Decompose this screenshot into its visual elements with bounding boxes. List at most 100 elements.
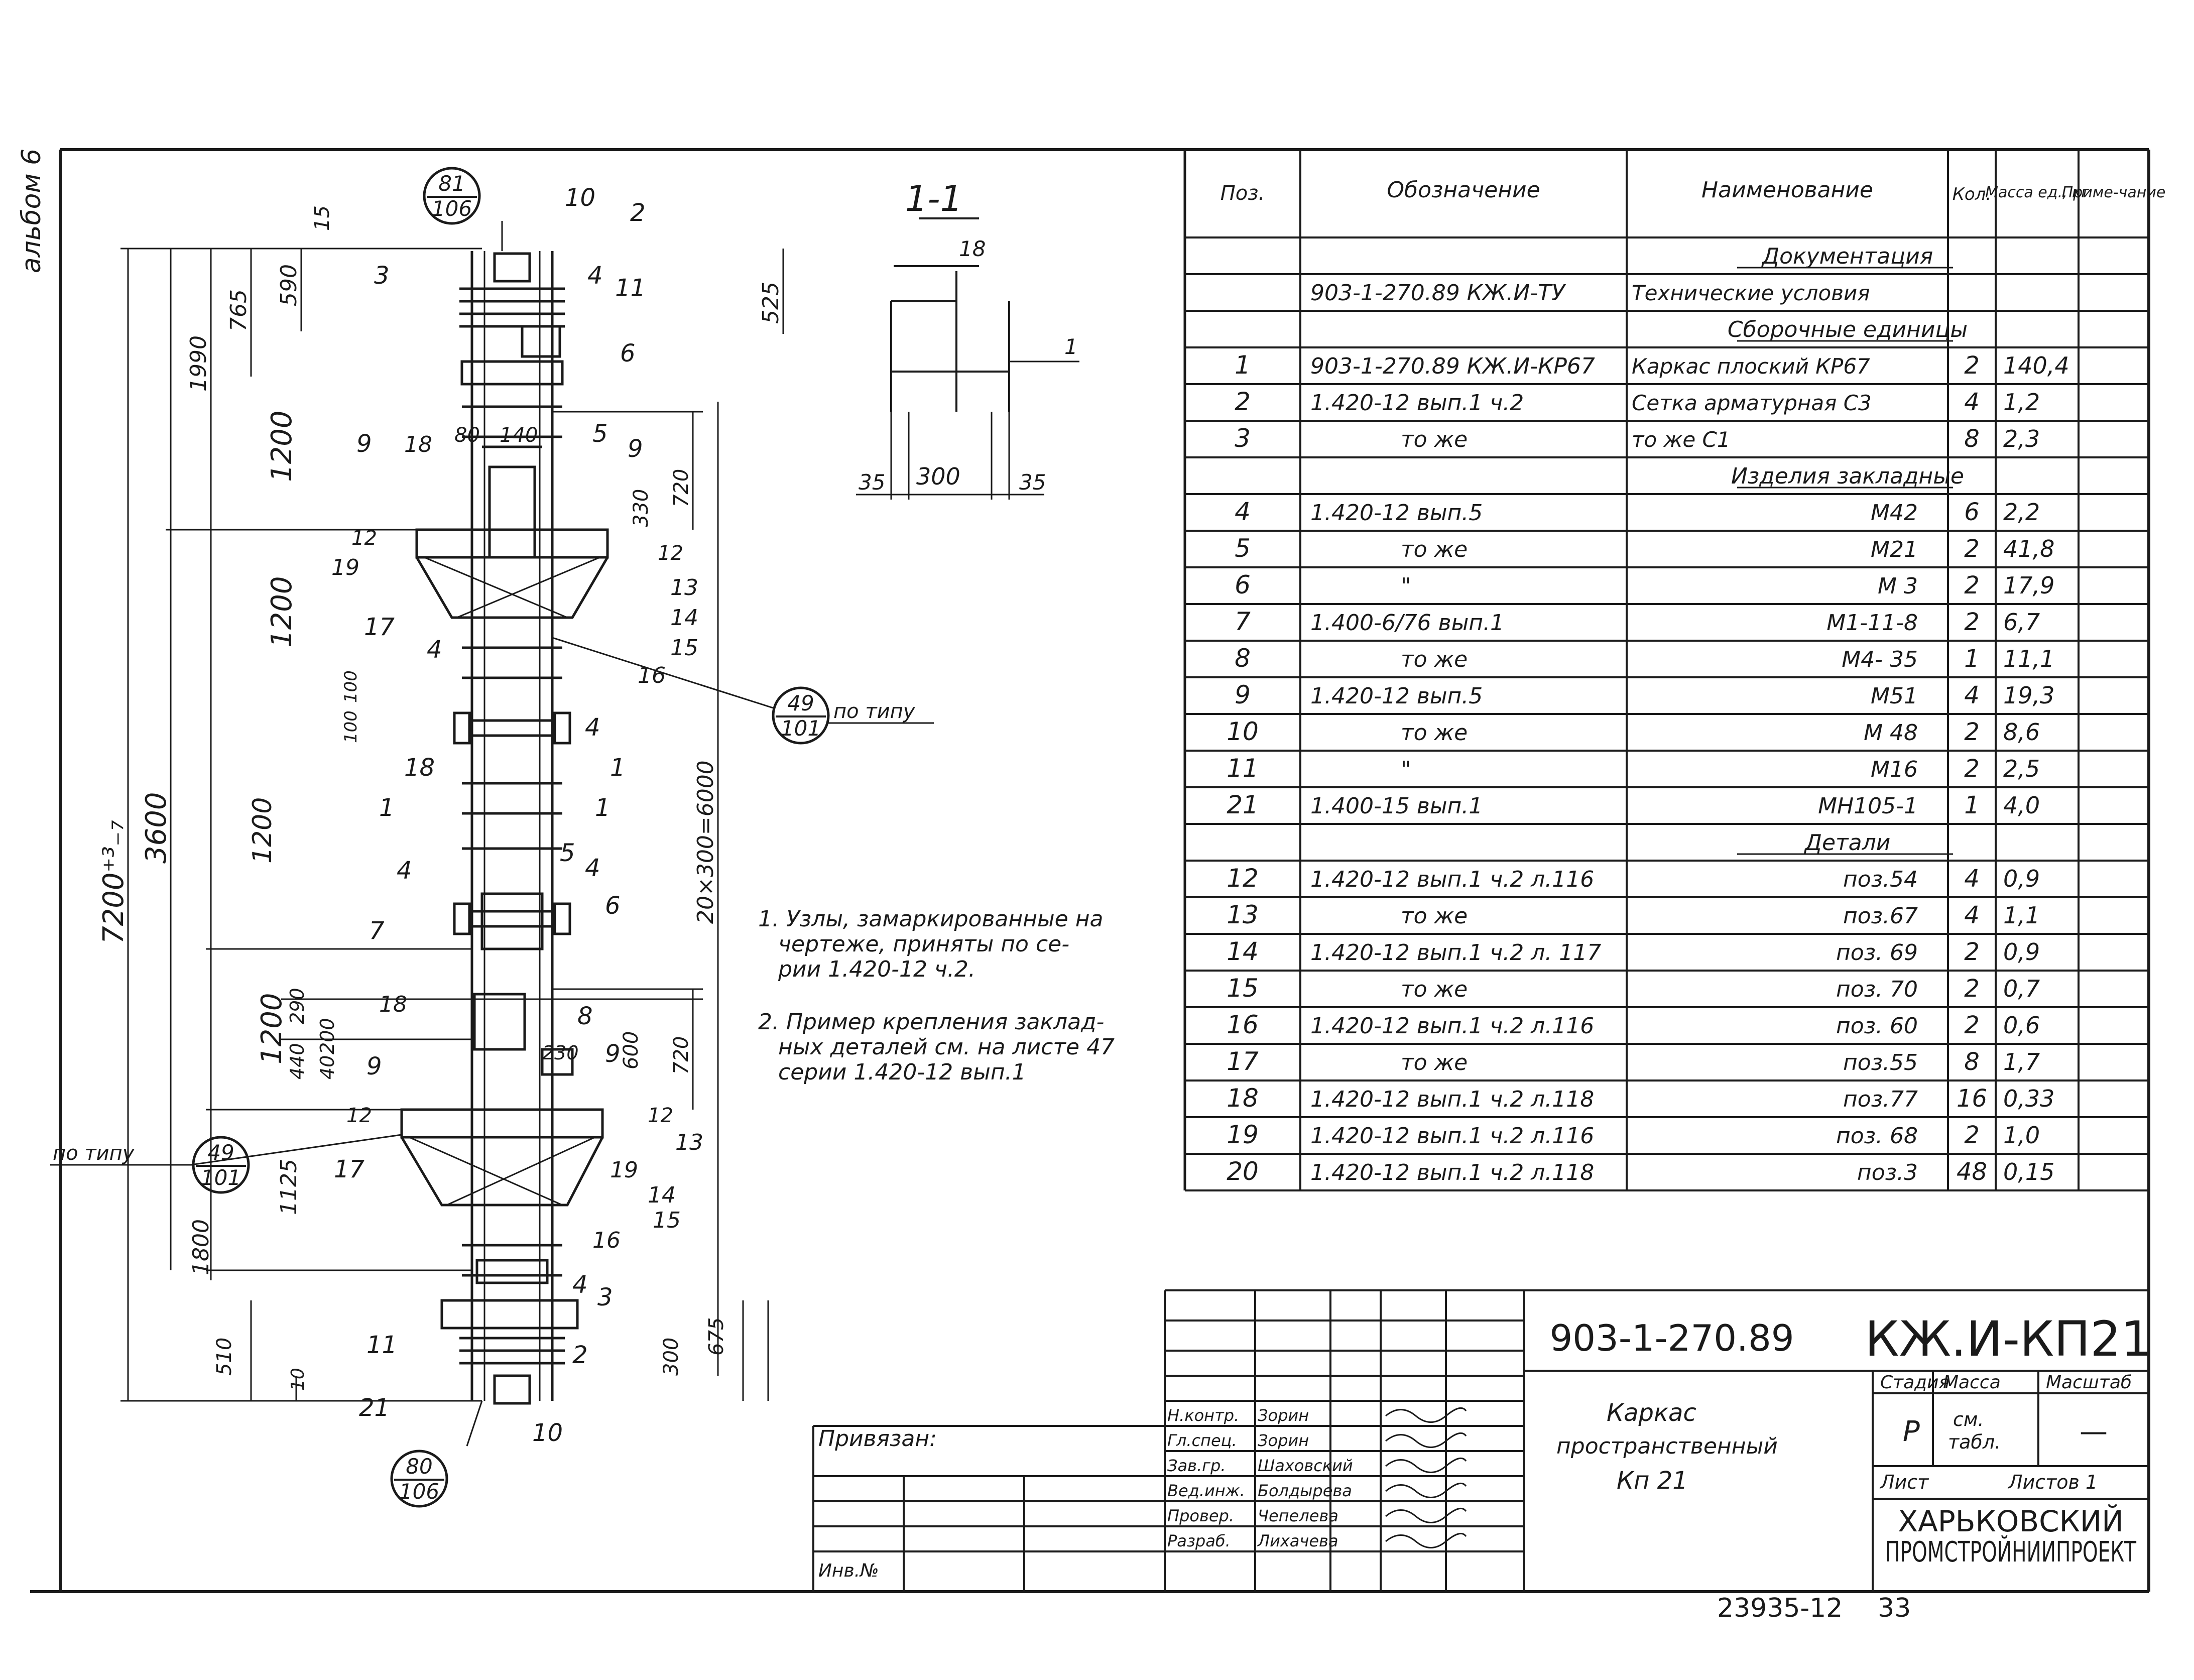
spec-cell-pos: 10 <box>1227 717 1259 746</box>
spec-cell-kol: 4 <box>1964 681 1980 709</box>
spec-cell-mass: 0,6 <box>2003 1012 2040 1039</box>
spec-cell-pos: 21 <box>1227 790 1259 819</box>
spec-cell-pos: 8 <box>1235 644 1251 673</box>
spec-cell-name: М21 <box>1871 537 1918 562</box>
signature-mark <box>1385 1457 1467 1473</box>
pos-mark: 4 <box>572 1271 588 1299</box>
spec-cell-mass: 1,7 <box>2003 1048 2040 1075</box>
spec-cell-kol: 4 <box>1964 901 1980 929</box>
dim-510: 510 <box>213 1338 236 1376</box>
spec-cell-oboz: то же <box>1401 903 1468 929</box>
spec-cell-kol: 2 <box>1964 755 1980 783</box>
spec-header-name: Наименование <box>1701 177 1873 203</box>
pos-mark: 12 <box>351 527 377 550</box>
dim-525: 525 <box>758 282 784 324</box>
pos-mark: 6 <box>605 892 621 920</box>
notes: 1. Узлы, замаркированные на чертеже, при… <box>758 906 1115 1085</box>
spec-cell-mass: 8,6 <box>2003 718 2040 746</box>
spec-cell-kol: 4 <box>1964 388 1980 416</box>
spec-cell-oboz: то же <box>1401 720 1468 746</box>
pos-mark: 15 <box>670 635 698 661</box>
spec-cell-pos: 2 <box>1235 387 1251 416</box>
sec-mark-1: 1 <box>1064 334 1078 359</box>
spec-cell-name: Технические условия <box>1632 281 1870 305</box>
section-1-1 <box>856 265 1079 500</box>
spec-cell-kol: 8 <box>1964 425 1980 453</box>
callout-left-num: 49 <box>207 1140 234 1165</box>
spec-cell-pos: 15 <box>1227 974 1259 1003</box>
dim-80: 80 <box>454 424 480 447</box>
spec-cell-oboz: 1.400-15 вып.1 <box>1310 793 1483 819</box>
pos-mark: 11 <box>615 274 646 302</box>
privyazan-label: Привязан: <box>818 1426 937 1452</box>
dim-40: 40 <box>316 1055 338 1079</box>
note-1-line-3: рии 1.420-12 ч.2. <box>778 956 976 982</box>
sec-dim-35-a: 35 <box>859 470 885 495</box>
dim-590: 590 <box>276 264 302 306</box>
spec-cell-pos: 4 <box>1235 497 1251 526</box>
dim-765: 765 <box>226 289 252 331</box>
pos-mark: 11 <box>367 1331 397 1359</box>
spec-cell-oboz: то же <box>1401 977 1468 1002</box>
spec-cell-pos: 20 <box>1227 1157 1259 1186</box>
role-name: Зорин <box>1258 1431 1309 1450</box>
dim-1800-mid: 1200 <box>248 797 278 864</box>
sec-dim-300: 300 <box>916 463 960 490</box>
role-name: Зорин <box>1258 1406 1309 1425</box>
role-label: Вед.инж. <box>1167 1481 1245 1500</box>
stage-header: Стадия <box>1880 1372 1949 1393</box>
spec-cell-kol: 4 <box>1964 865 1980 893</box>
scale-value: — <box>2080 1415 2108 1448</box>
spec-cell-mass: 11,1 <box>2003 645 2054 672</box>
note-1-line-2: чертеже, приняты по се- <box>778 931 1069 957</box>
spec-cell-mass: 6,7 <box>2003 609 2040 636</box>
stage-value: Р <box>1903 1415 1920 1448</box>
spec-cell-mass: 41,8 <box>2003 535 2054 562</box>
spec-cell-name: М51 <box>1871 683 1918 709</box>
dim-330: 330 <box>630 489 653 527</box>
role-name: Болдырева <box>1258 1481 1352 1500</box>
spec-cell-kol: 8 <box>1964 1048 1980 1076</box>
spec-cell-mass: 0,9 <box>2003 938 2040 966</box>
signature-mark <box>1385 1407 1467 1423</box>
pos-mark: 4 <box>427 636 442 664</box>
dim-1800: 1800 <box>188 1219 214 1275</box>
dim-10: 10 <box>288 1368 308 1391</box>
pos-mark: 5 <box>592 420 608 448</box>
pos-mark: 9 <box>367 1052 382 1081</box>
org-line-2: ПРОМСТРОЙНИИПРОЕКТ <box>1885 1535 2137 1569</box>
spec-cell-name: поз.55 <box>1843 1050 1918 1075</box>
spec-cell-name: Сетка арматурная С3 <box>1632 391 1872 415</box>
pos-mark: 1 <box>610 754 626 782</box>
spec-cell-mass: 4,0 <box>2003 792 2040 819</box>
spec-cell-kol: 1 <box>1964 791 1980 819</box>
dim-1990: 1990 <box>186 335 211 392</box>
dim-720-b: 720 <box>670 1036 693 1074</box>
pos-mark: 2 <box>572 1341 588 1369</box>
callout-left-den: 101 <box>201 1165 241 1190</box>
spec-cell-oboz: " <box>1401 573 1411 599</box>
spec-cell-pos: 19 <box>1227 1120 1259 1149</box>
spec-section-title: Детали <box>1804 830 1891 856</box>
spec-cell-name: то же С1 <box>1632 427 1731 452</box>
spec-cell-oboz: 1.420-12 вып.1 ч.2 <box>1310 390 1524 416</box>
spec-cell-oboz: 1.420-12 вып.1 ч.2 л.116 <box>1310 867 1594 892</box>
spec-cell-kol: 2 <box>1964 1121 1980 1149</box>
spec-cell-mass: 0,33 <box>2003 1085 2054 1112</box>
spec-cell-oboz: то же <box>1401 1050 1468 1075</box>
pos-mark: 2 <box>630 199 646 227</box>
pos-mark: 12 <box>346 1104 372 1127</box>
note-2-line-2: ных деталей см. на листе 47 <box>778 1034 1115 1060</box>
dim-440: 440 <box>286 1043 308 1079</box>
spec-cell-pos: 1 <box>1235 350 1251 380</box>
spec-section-title: Изделия закладные <box>1731 463 1964 489</box>
pos-mark: 4 <box>585 854 600 882</box>
pos-mark: 9 <box>628 435 643 463</box>
spec-cell-oboz: 1.400-6/76 вып.1 <box>1310 610 1504 636</box>
position-marks: 10 2 3 4 11 6 9 18 5 9 12 12 19 13 17 14… <box>331 184 703 1447</box>
spec-header-pos: Поз. <box>1221 182 1265 205</box>
callout-right: 49 101 по типу <box>772 686 934 745</box>
spec-cell-oboz: 1.420-12 вып.1 ч.2 л.116 <box>1310 1123 1594 1149</box>
